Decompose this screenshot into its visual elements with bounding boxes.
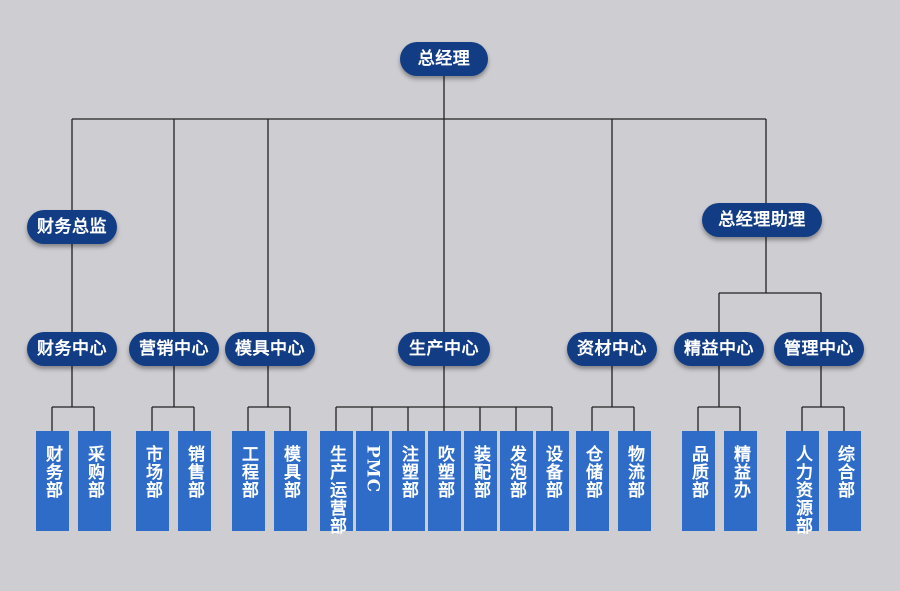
center-production: 生产中心 bbox=[398, 332, 490, 366]
dept-box: 销售部 bbox=[178, 431, 211, 531]
dept-box: 生产运营部 bbox=[320, 431, 353, 535]
center-marketing: 营销中心 bbox=[129, 332, 219, 366]
dept-box: 财务部 bbox=[36, 431, 69, 531]
dept-box: 设备部 bbox=[536, 431, 569, 531]
dept-box: PMC bbox=[356, 431, 389, 531]
root-node: 总经理 bbox=[400, 42, 488, 76]
director-finance: 财务总监 bbox=[27, 210, 117, 244]
dept-box: 工程部 bbox=[232, 431, 265, 531]
director-gm-assistant: 总经理助理 bbox=[702, 203, 822, 237]
center-management: 管理中心 bbox=[774, 332, 864, 366]
dept-box: 采购部 bbox=[78, 431, 111, 531]
dept-box: 品质部 bbox=[682, 431, 715, 531]
dept-box: 模具部 bbox=[274, 431, 307, 531]
dept-box: 市场部 bbox=[136, 431, 169, 531]
dept-box: 吹塑部 bbox=[428, 431, 461, 531]
center-quality: 精益中心 bbox=[674, 332, 764, 366]
dept-box: 装配部 bbox=[464, 431, 497, 531]
center-mold: 模具中心 bbox=[225, 332, 315, 366]
dept-box: 综合部 bbox=[828, 431, 861, 531]
dept-box: 人力资源部 bbox=[786, 431, 819, 535]
dept-box: 仓储部 bbox=[576, 431, 609, 531]
dept-box: 注塑部 bbox=[392, 431, 425, 531]
dept-box: 精益办 bbox=[724, 431, 757, 531]
center-materials: 资材中心 bbox=[567, 332, 657, 366]
dept-box: 发泡部 bbox=[500, 431, 533, 531]
center-finance: 财务中心 bbox=[27, 332, 117, 366]
dept-box: 物流部 bbox=[618, 431, 651, 531]
